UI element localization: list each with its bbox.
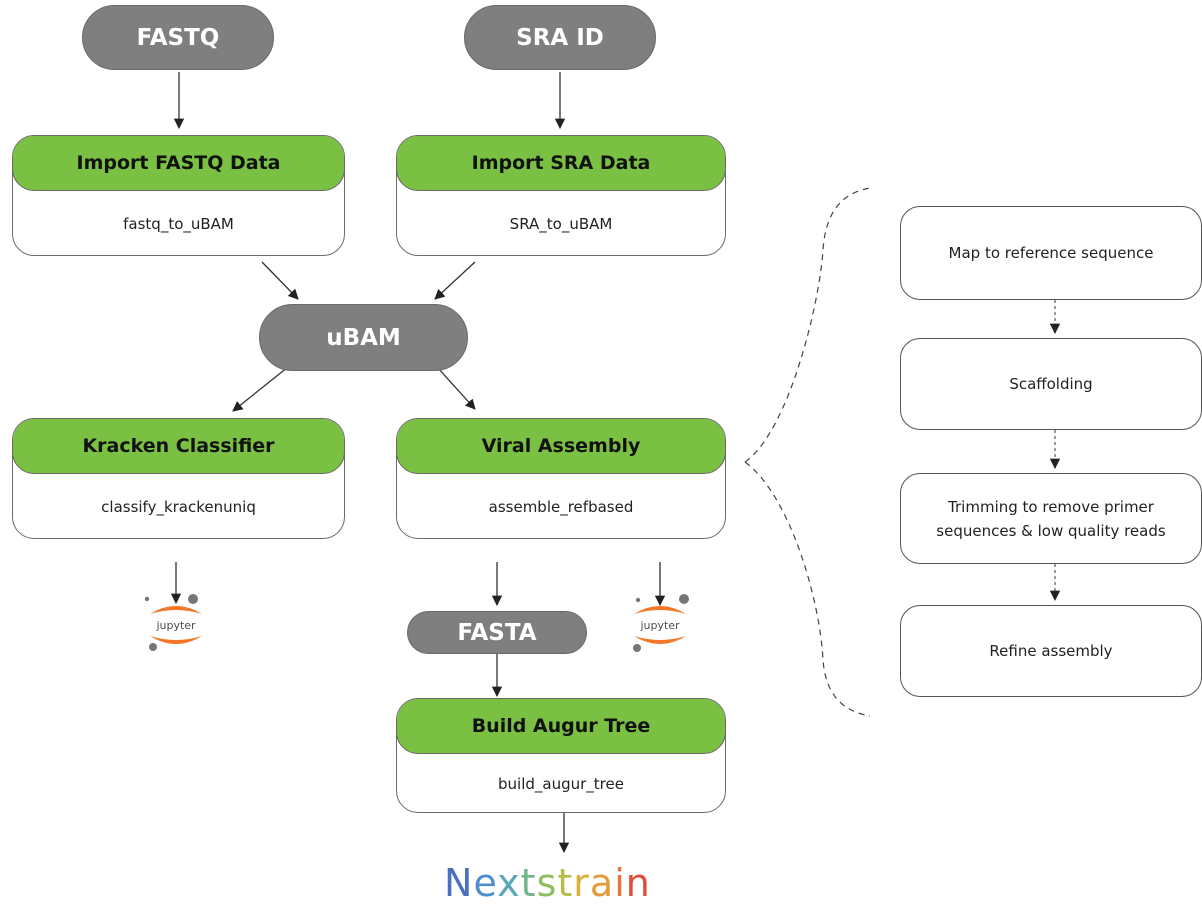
fasta-node: FASTA [407, 611, 587, 654]
jupyter-logo-left-text: jupyter [155, 619, 196, 632]
viral-assembly-workflow: assemble_refbased [488, 498, 634, 516]
build-augur-tree-task: Build Augur Tree build_augur_tree [396, 698, 726, 813]
kracken-classifier-workflow: classify_krackenuniq [101, 498, 256, 516]
edge-importsra-to-ubam [434, 261, 476, 300]
jupyter-logo-right: jupyter [620, 590, 700, 660]
trimming-step-line2: sequences & low quality reads [936, 521, 1166, 540]
nextstrain-logo: Nextstrain [444, 860, 684, 906]
nextstrain-letter: e [473, 861, 498, 905]
jupyter-logo-left: jupyter [136, 590, 216, 660]
jupyter-logo-right-text: jupyter [639, 619, 680, 632]
import-fastq-task: Import FASTQ Data fastq_to_uBAM [12, 135, 345, 256]
build-augur-tree-title: Build Augur Tree [397, 699, 725, 754]
edge-ubam-to-kracken [232, 366, 289, 412]
import-fastq-workflow: fastq_to_uBAM [123, 215, 234, 233]
refine-assembly-step: Refine assembly [900, 605, 1202, 697]
ubam-node: uBAM [259, 304, 468, 371]
kracken-classifier-task: Kracken Classifier classify_krackenuniq [12, 418, 345, 539]
edge-ubam-to-viral [436, 366, 476, 410]
import-sra-task: Import SRA Data SRA_to_uBAM [396, 135, 726, 256]
import-sra-workflow: SRA_to_uBAM [509, 215, 613, 233]
map-to-reference-step: Map to reference sequence [900, 206, 1202, 300]
nextstrain-letter: n [625, 861, 651, 905]
trimming-step-line1: Trimming to remove primer [948, 497, 1154, 516]
viral-assembly-task: Viral Assembly assemble_refbased [396, 418, 726, 539]
scaffolding-step: Scaffolding [900, 338, 1202, 430]
nextstrain-letter: x [497, 861, 521, 905]
import-sra-title: Import SRA Data [397, 136, 725, 191]
nextstrain-letter: t [557, 861, 574, 905]
fastq-input-node: FASTQ [82, 5, 274, 70]
nextstrain-letter: s [536, 861, 558, 905]
nextstrain-letter: t [520, 861, 537, 905]
expansion-line-bottom [744, 461, 871, 717]
nextstrain-letter: N [444, 861, 474, 905]
nextstrain-letter: r [573, 861, 590, 905]
expansion-line-top [744, 187, 871, 463]
trimming-step: Trimming to remove primer sequences & lo… [900, 473, 1202, 564]
nextstrain-letter: a [589, 861, 615, 905]
kracken-classifier-title: Kracken Classifier [13, 419, 344, 474]
nextstrain-letter: i [614, 861, 626, 905]
import-fastq-title: Import FASTQ Data [13, 136, 344, 191]
build-augur-tree-workflow: build_augur_tree [498, 775, 624, 793]
sra-id-input-node: SRA ID [464, 5, 656, 70]
edge-importfastq-to-ubam [261, 261, 299, 300]
viral-assembly-title: Viral Assembly [397, 419, 725, 474]
